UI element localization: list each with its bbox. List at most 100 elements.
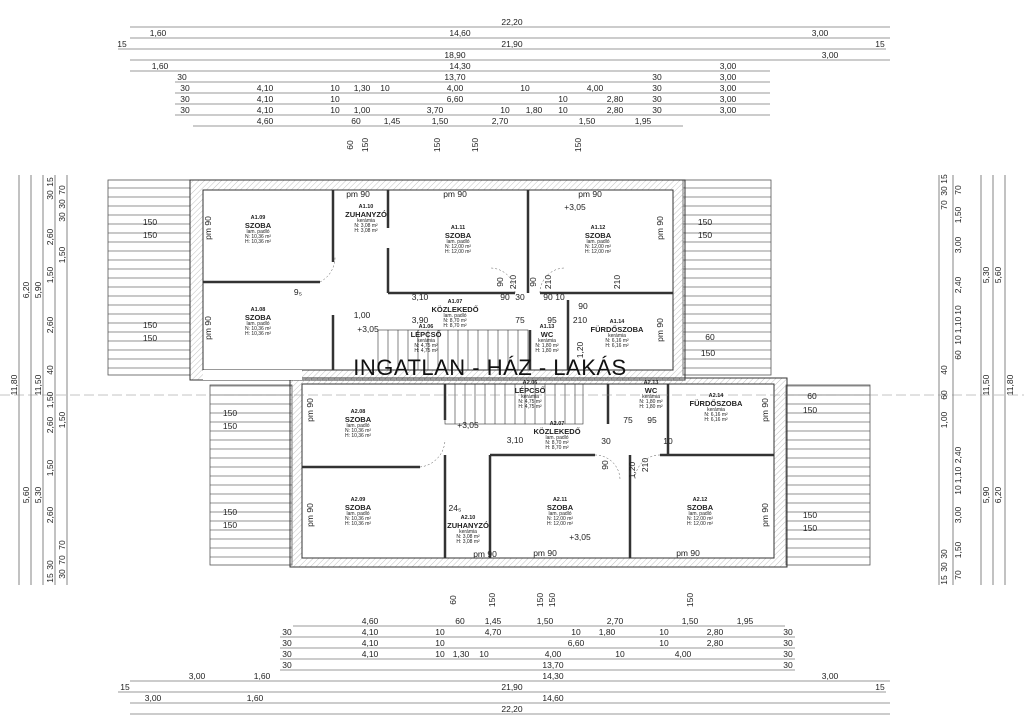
plan-annotation: 3,10 (411, 291, 429, 302)
room-name: KÖZLEKEDŐ (533, 426, 581, 436)
dimension-label: 4,60 (256, 115, 274, 126)
dimension-label: 1,30 (353, 82, 371, 93)
plan-annotation: 150 (697, 216, 713, 227)
dimension-label: 10 (435, 637, 445, 648)
plan-annotation: 150 (700, 347, 716, 358)
dimension-label: 40 (938, 365, 949, 375)
dimension-label: 10 (330, 82, 340, 93)
room-code: A1.11 (450, 225, 466, 231)
plan-annotation: +3,05 (564, 201, 586, 212)
dimension-label: 1,95 (634, 115, 652, 126)
room-n: N: 8,70 m² (443, 317, 467, 324)
dimension-label: 4,00 (586, 82, 604, 93)
dimension-label: 60 (938, 390, 949, 400)
plan-annotation: 24₅ (448, 502, 462, 513)
dimension-label: 15 (44, 177, 55, 187)
dimension-label: 1,80 (525, 104, 543, 115)
room-code: A1.09 (250, 215, 266, 221)
room-name: ZUHANYZÓ (447, 520, 489, 530)
room-h: H: 10,36 m² (344, 433, 372, 440)
room-n: N: 12,00 m² (546, 515, 574, 522)
dimension-label: 10 (558, 93, 568, 104)
dimension-label: 30 (180, 104, 190, 115)
room-floor: kerámia (538, 337, 556, 344)
dimension-label: 3,00 (821, 670, 839, 681)
room-code: A1.10 (358, 204, 374, 210)
room-name: KÖZLEKEDŐ (431, 304, 479, 314)
dimension-label: 5,30 (32, 486, 43, 504)
plan-annotation: pm 90 (654, 216, 665, 240)
room-code: A2.10 (460, 515, 476, 521)
plan-annotation: 75 (623, 414, 633, 425)
dimension-label: 1,50 (56, 411, 67, 429)
plan-annotation: 90 (543, 291, 553, 302)
dimension-label: 14,60 (449, 27, 471, 38)
dimension-label: 11,50 (32, 374, 43, 396)
dimension-label: 3,00 (811, 27, 829, 38)
room-code: A2.13 (643, 380, 659, 386)
dimension-label: 21,90 (501, 681, 523, 692)
dimension-label: 2,60 (44, 416, 55, 434)
dimension-label: 1,10 (952, 316, 963, 334)
plan-annotation: pm 90 (578, 188, 602, 199)
dimension-label: 10 (558, 104, 568, 115)
room-n: N: 6,16 m² (704, 411, 728, 418)
room-h: H: 6,16 m² (704, 417, 728, 424)
dimension-label: 30 (938, 186, 949, 196)
dimension-label: 1,50 (578, 115, 596, 126)
dimension-label: 1,45 (484, 615, 502, 626)
plan-annotation: 150 (431, 137, 442, 153)
plan-annotation: 210 (611, 274, 622, 290)
room-name: LÉPCSŐ (514, 385, 546, 395)
terraces (107, 179, 871, 566)
dimension-label: 10 (330, 93, 340, 104)
dimension-label: 1,10 (952, 466, 963, 484)
dimension-label: 30 (652, 104, 662, 115)
dimension-label: 70 (952, 570, 963, 580)
room-n: N: 10,36 m² (244, 233, 272, 240)
dimension-label: 5,90 (32, 281, 43, 299)
dimension-label: 10 (479, 648, 489, 659)
dimension-label: 4,10 (361, 626, 379, 637)
room-floor: lam. padló (446, 238, 470, 245)
dimension-label: 11,50 (980, 374, 991, 396)
plan-annotation: 1,20 (626, 461, 637, 479)
dimension-label: 30 (282, 648, 292, 659)
plan-annotation: 90 (599, 460, 610, 470)
plan-annotation: 150 (684, 592, 695, 608)
room-floor: lam. padló (443, 312, 467, 319)
dimension-label: 1,50 (952, 541, 963, 559)
room-h: H: 3,08 m² (354, 228, 378, 235)
plan-annotation: 150 (534, 592, 545, 608)
dimension-label: 3,00 (144, 692, 162, 703)
dimension-label: 15 (117, 38, 127, 49)
dimension-label: 1,50 (44, 459, 55, 477)
dimension-label: 3,00 (719, 93, 737, 104)
plan-annotation: 90 (527, 277, 538, 287)
plan-annotation: 150 (222, 506, 238, 517)
dimension-label: 1,00 (353, 104, 371, 115)
dimension-label: 15 (875, 38, 885, 49)
room-code: A2.11 (552, 497, 568, 503)
dimension-label: 3,00 (821, 49, 839, 60)
room-code: A2.06 (522, 380, 538, 386)
dimension-label: 10 (520, 82, 530, 93)
plan-annotation: 210 (639, 457, 650, 473)
dimension-label: 1,30 (452, 648, 470, 659)
room-n: N: 12,00 m² (444, 243, 472, 250)
dimension-label: 1,45 (383, 115, 401, 126)
dimension-label: 3,00 (719, 60, 737, 71)
room-n: N: 1,80 m² (535, 342, 559, 349)
plan-annotation: 150 (142, 319, 158, 330)
dimension-label: 5,30 (980, 266, 991, 284)
room-name: SZOBA (244, 220, 272, 230)
plan-annotation: 150 (142, 332, 158, 343)
room-floor: kerámia (357, 217, 375, 224)
dimension-label: 10 (615, 648, 625, 659)
plan-annotation: 210 (572, 314, 588, 325)
room-floor: kerámia (642, 393, 660, 400)
